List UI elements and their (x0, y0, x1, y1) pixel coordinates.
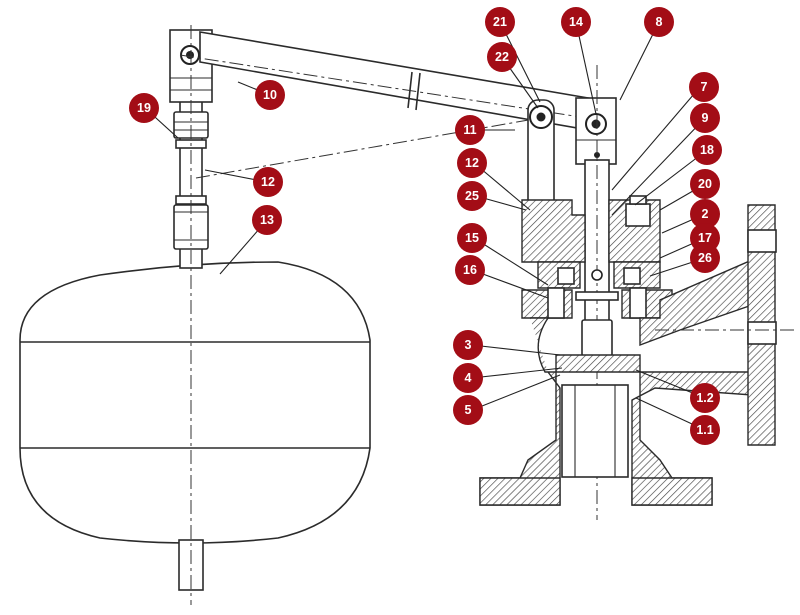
callout-label: 12 (261, 175, 275, 189)
callout-label: 12 (465, 156, 479, 170)
callout-label: 13 (260, 213, 274, 227)
callout-label: 1.1 (696, 423, 713, 437)
callout-badge-7: 7 (689, 72, 719, 102)
callout-label: 10 (263, 88, 277, 102)
callout-badge-13: 13 (252, 205, 282, 235)
callout-badge-1-1: 1.1 (690, 415, 720, 445)
callout-badge-21: 21 (485, 7, 515, 37)
callout-badge-12-float: 12 (253, 167, 283, 197)
callout-label: 19 (137, 101, 151, 115)
callout-badge-2: 2 (690, 199, 720, 229)
callout-label: 21 (493, 15, 507, 29)
callout-label: 8 (656, 15, 663, 29)
callout-label: 11 (463, 123, 476, 137)
callout-badge-4: 4 (453, 363, 483, 393)
callout-badge-22: 22 (487, 42, 517, 72)
callout-label: 9 (702, 111, 709, 125)
callout-badge-5: 5 (453, 395, 483, 425)
float-body (19, 261, 371, 544)
callout-label: 1.2 (696, 391, 713, 405)
callout-badge-12-upper: 12 (457, 148, 487, 178)
callout-badge-11: 11 (455, 115, 485, 145)
callout-label: 20 (698, 177, 712, 191)
callout-label: 5 (465, 403, 472, 417)
callout-label: 25 (465, 189, 479, 203)
callout-badge-14: 14 (561, 7, 591, 37)
callout-badge-25: 25 (457, 181, 487, 211)
callout-badge-19: 19 (129, 93, 159, 123)
callout-label: 4 (465, 371, 472, 385)
callout-badge-8: 8 (644, 7, 674, 37)
callout-badge-9: 9 (690, 103, 720, 133)
callout-label: 15 (465, 231, 479, 245)
callout-label: 3 (465, 338, 472, 352)
callout-badge-10: 10 (255, 80, 285, 110)
callout-label: 7 (701, 80, 708, 94)
callout-badge-1-2: 1.2 (690, 383, 720, 413)
valve-body (479, 65, 795, 520)
callout-label: 22 (495, 50, 509, 64)
callout-badge-26: 26 (690, 243, 720, 273)
callout-label: 16 (463, 263, 477, 277)
callout-label: 2 (702, 207, 709, 221)
callout-label: 26 (698, 251, 712, 265)
callout-badge-20: 20 (690, 169, 720, 199)
callout-badge-18: 18 (692, 135, 722, 165)
callout-badge-15: 15 (457, 223, 487, 253)
callout-label: 14 (569, 15, 583, 29)
callout-label: 18 (700, 143, 714, 157)
callout-label: 17 (698, 231, 712, 245)
float-assembly (19, 25, 541, 605)
callout-badge-16: 16 (455, 255, 485, 285)
callout-badge-3: 3 (453, 330, 483, 360)
